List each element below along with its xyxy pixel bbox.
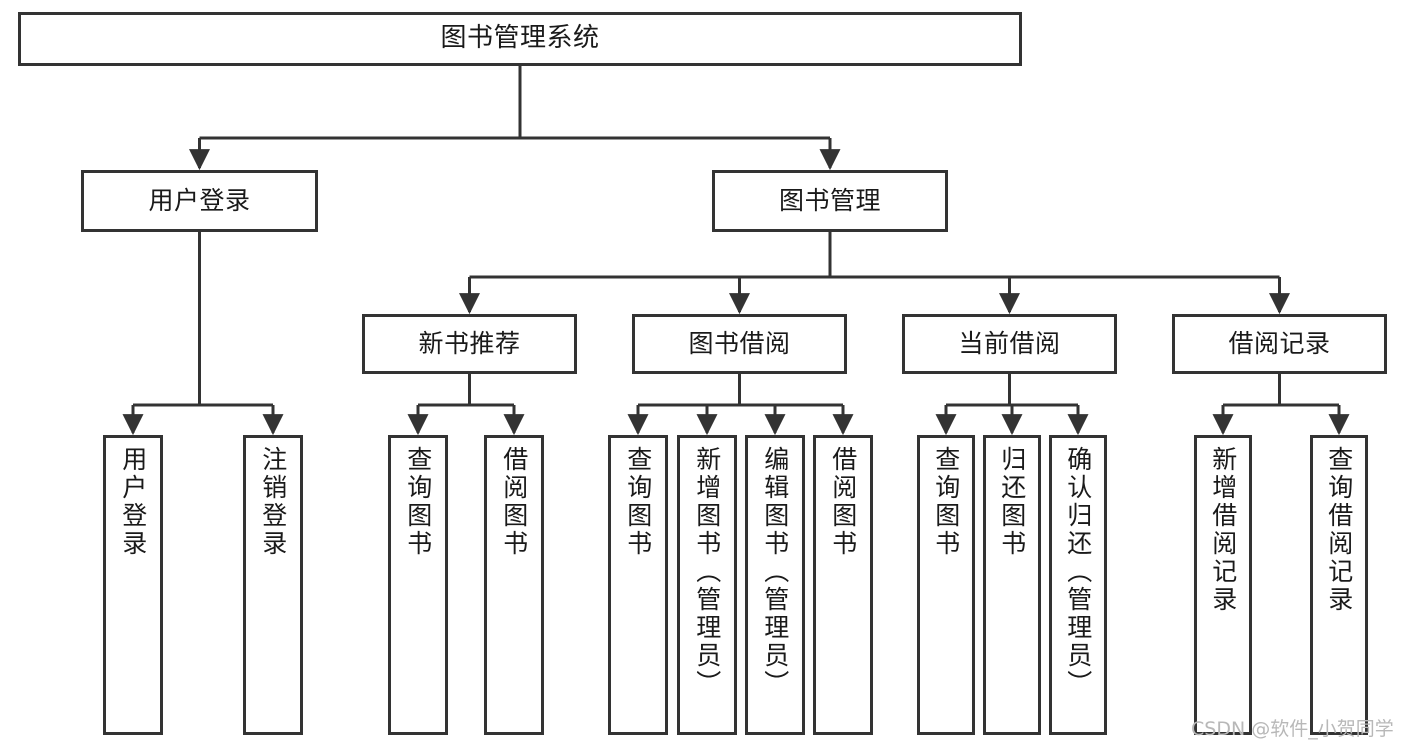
node-label: 用户登录 [118,446,148,558]
node-leaf9[interactable]: 查询图书 [917,435,975,735]
node-leaf4[interactable]: 借阅图书 [484,435,544,735]
node-leaf3[interactable]: 查询图书 [388,435,448,735]
node-current[interactable]: 当前借阅 [902,314,1117,374]
node-label: 借阅记录 [1228,329,1331,358]
node-label: 注销登录 [258,446,288,558]
node-label: 查询图书 [931,446,961,558]
node-leaf1[interactable]: 用户登录 [103,435,163,735]
node-label: 查询图书 [403,446,433,558]
node-login[interactable]: 用户登录 [81,170,318,232]
node-label: 编辑图书（管理员） [760,446,790,698]
node-label: 当前借阅 [958,329,1061,358]
node-borrow[interactable]: 图书借阅 [632,314,847,374]
node-bookmgmt[interactable]: 图书管理 [712,170,948,232]
node-leaf13[interactable]: 查询借阅记录 [1310,435,1368,735]
node-leaf2[interactable]: 注销登录 [243,435,303,735]
node-leaf8[interactable]: 借阅图书 [813,435,873,735]
node-label: 归还图书 [997,446,1027,558]
node-label: 图书借阅 [688,329,791,358]
node-label: 图书管理系统 [440,23,600,54]
node-label: 借阅图书 [828,446,858,558]
node-label: 查询借阅记录 [1324,446,1354,614]
node-label: 确认归还（管理员） [1063,446,1093,698]
node-root[interactable]: 图书管理系统 [18,12,1022,66]
node-label: 图书管理 [778,186,881,215]
node-leaf10[interactable]: 归还图书 [983,435,1041,735]
node-label: 新增图书（管理员） [692,446,722,698]
node-label: 查询图书 [623,446,653,558]
node-leaf7[interactable]: 编辑图书（管理员） [745,435,805,735]
node-newbook[interactable]: 新书推荐 [362,314,577,374]
node-leaf5[interactable]: 查询图书 [608,435,668,735]
node-leaf6[interactable]: 新增图书（管理员） [677,435,737,735]
node-label: 借阅图书 [499,446,529,558]
node-records[interactable]: 借阅记录 [1172,314,1387,374]
node-label: 新增借阅记录 [1208,446,1238,614]
node-leaf12[interactable]: 新增借阅记录 [1194,435,1252,735]
node-label: 新书推荐 [418,329,521,358]
csdn-watermark: CSDN @软件_小贺同学 [1191,718,1394,740]
node-label: 用户登录 [148,186,251,215]
node-leaf11[interactable]: 确认归还（管理员） [1049,435,1107,735]
